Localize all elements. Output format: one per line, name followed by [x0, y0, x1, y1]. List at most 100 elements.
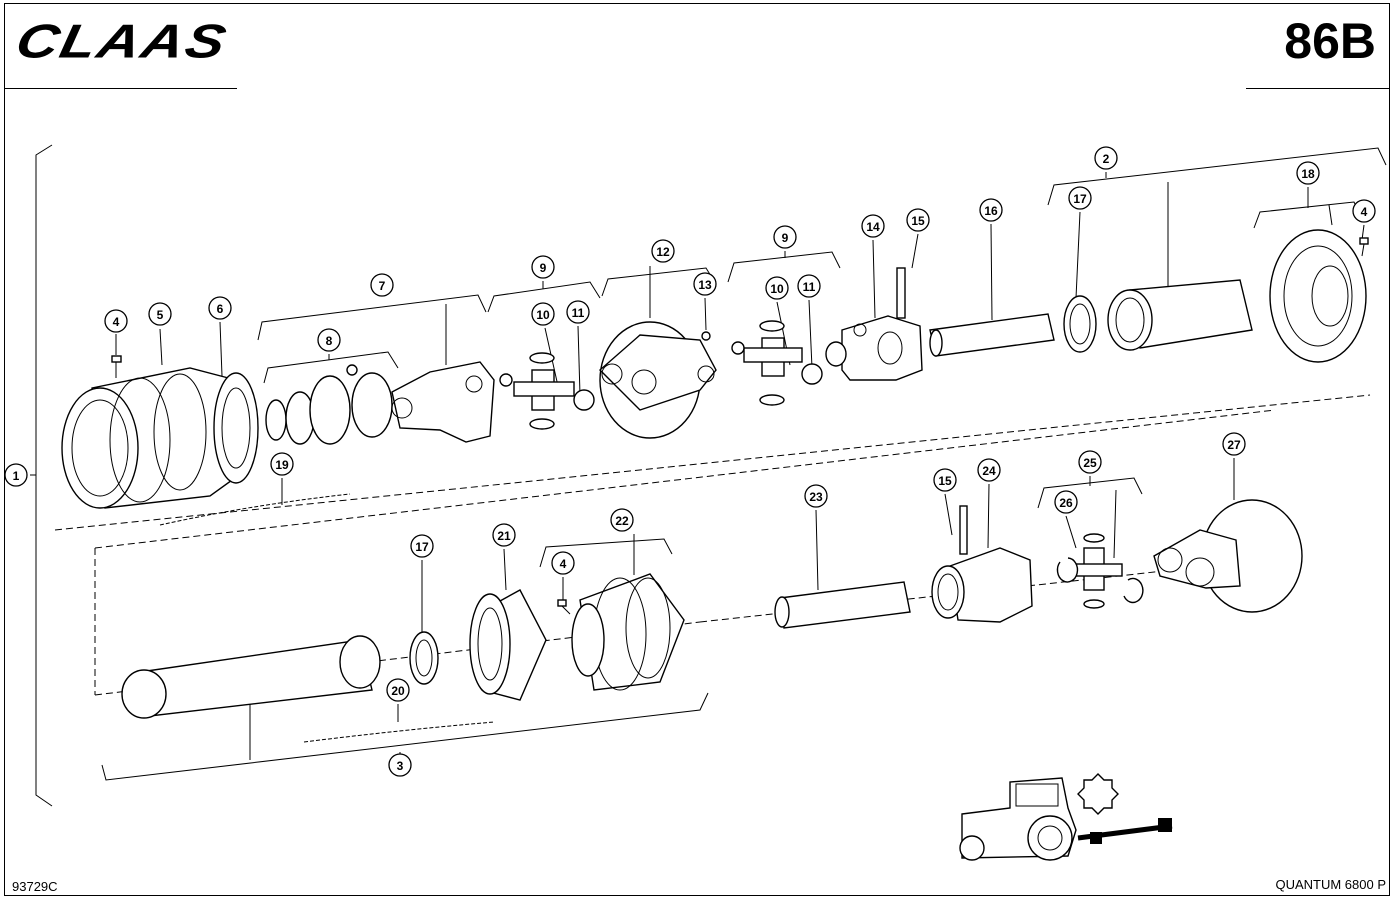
diagram-code: 93729C — [12, 879, 58, 894]
callout-circle — [1094, 146, 1118, 170]
callout-label: 10 — [770, 282, 784, 296]
callout-label: 19 — [275, 458, 289, 472]
callout-label: 11 — [572, 306, 585, 320]
callout-circle — [651, 239, 675, 263]
callout-25: 25 — [1078, 450, 1102, 474]
callout-22: 22 — [610, 508, 634, 532]
callout-14: 14 — [861, 214, 885, 238]
part-24-inner-yoke — [931, 547, 1033, 623]
group-22-bracket — [539, 538, 673, 568]
callout-20: 20 — [386, 678, 410, 702]
callout-label: 24 — [982, 464, 996, 478]
group-2-bracket — [1047, 147, 1387, 206]
part-15-spring-pin-lower — [959, 505, 968, 555]
callout-label: 13 — [698, 278, 712, 292]
callout-label: 17 — [415, 540, 429, 554]
part-27-outer-yoke — [1153, 499, 1303, 613]
callout-label: 1 — [13, 469, 20, 483]
part-4-bolt-right — [1359, 237, 1369, 257]
callout-15: 15 — [906, 208, 930, 232]
machine-model: QUANTUM 6800 P — [1275, 877, 1386, 892]
callout-label: 26 — [1059, 496, 1073, 510]
callout-6: 6 — [208, 296, 232, 320]
callout-circle — [1296, 161, 1320, 185]
header-rule-left — [4, 88, 237, 89]
tractor-pto-pictogram — [959, 773, 1173, 861]
callout-10: 10 — [531, 302, 555, 326]
callout-label: 8 — [326, 334, 333, 348]
part-23-profile-tube — [774, 581, 911, 629]
part-19-safety-chain — [159, 493, 351, 526]
callout-7: 7 — [370, 273, 394, 297]
callout-label: 6 — [217, 302, 224, 316]
callout-circle — [977, 458, 1001, 482]
callout-circle — [1352, 199, 1376, 223]
callout-label: 12 — [656, 245, 670, 259]
callout-11: 11 — [797, 274, 821, 298]
part-17-clamp-ring-lower — [409, 631, 439, 685]
group-9-bracket-b — [727, 251, 841, 283]
callout-label: 18 — [1301, 167, 1315, 181]
callout-label: 23 — [809, 490, 823, 504]
callout-circle — [906, 208, 930, 232]
callout-circle — [531, 255, 555, 279]
callout-4: 4 — [104, 309, 128, 333]
group-3-bracket — [101, 692, 709, 781]
part-8-slide-bearing — [265, 364, 393, 445]
callout-circle — [386, 678, 410, 702]
callout-circle — [979, 198, 1003, 222]
callout-label: 25 — [1083, 456, 1097, 470]
callout-label: 7 — [379, 279, 386, 293]
callout-8: 8 — [317, 328, 341, 352]
callout-label: 9 — [540, 261, 547, 275]
callout-label: 21 — [497, 529, 511, 543]
callout-circle — [317, 328, 341, 352]
callout-27: 27 — [1222, 432, 1246, 456]
part-14-yoke — [825, 315, 923, 381]
callout-circle — [148, 302, 172, 326]
callout-circle — [804, 484, 828, 508]
callout-circle — [1078, 450, 1102, 474]
part-16-profile-tube — [929, 313, 1055, 357]
callout-circle — [104, 309, 128, 333]
callout-label: 9 — [782, 231, 789, 245]
callout-24: 24 — [977, 458, 1001, 482]
callout-label: 20 — [391, 684, 405, 698]
callout-label: 4 — [560, 557, 567, 571]
part-4-bolt — [111, 355, 122, 378]
callout-label: 4 — [113, 315, 120, 329]
callout-23: 23 — [804, 484, 828, 508]
callout-circle — [861, 214, 885, 238]
callout-26: 26 — [1054, 490, 1078, 514]
callout-circle — [933, 468, 957, 492]
callout-label: 14 — [866, 220, 880, 234]
callout-circle — [1222, 432, 1246, 456]
callout-2: 2 — [1094, 146, 1118, 170]
part-21-guard-cone — [469, 589, 547, 701]
part-20-safety-chain — [303, 721, 495, 743]
callout-circle — [765, 276, 789, 300]
callout-circle — [566, 300, 590, 324]
callout-label: 16 — [984, 204, 998, 218]
callout-1: 1 — [4, 463, 28, 487]
callout-10: 10 — [765, 276, 789, 300]
part-26-circlip — [1056, 557, 1079, 583]
group-9-bracket-a — [487, 281, 601, 313]
part-9-cross-kit-a — [499, 352, 595, 430]
callout-label: 3 — [397, 759, 404, 773]
part-12-flange — [598, 321, 717, 439]
callout-label: 10 — [536, 308, 550, 322]
part-2-outer-tube — [1107, 279, 1253, 351]
callout-19: 19 — [270, 452, 294, 476]
callout-circle — [370, 273, 394, 297]
callout-circle — [797, 274, 821, 298]
callout-circle — [410, 534, 434, 558]
callout-label: 5 — [157, 308, 164, 322]
callout-circle — [4, 463, 28, 487]
callout-label: 15 — [938, 474, 952, 488]
part-13-grease-nipple — [701, 331, 711, 341]
group-8-bracket — [263, 351, 399, 384]
callout-17: 17 — [1068, 186, 1092, 210]
